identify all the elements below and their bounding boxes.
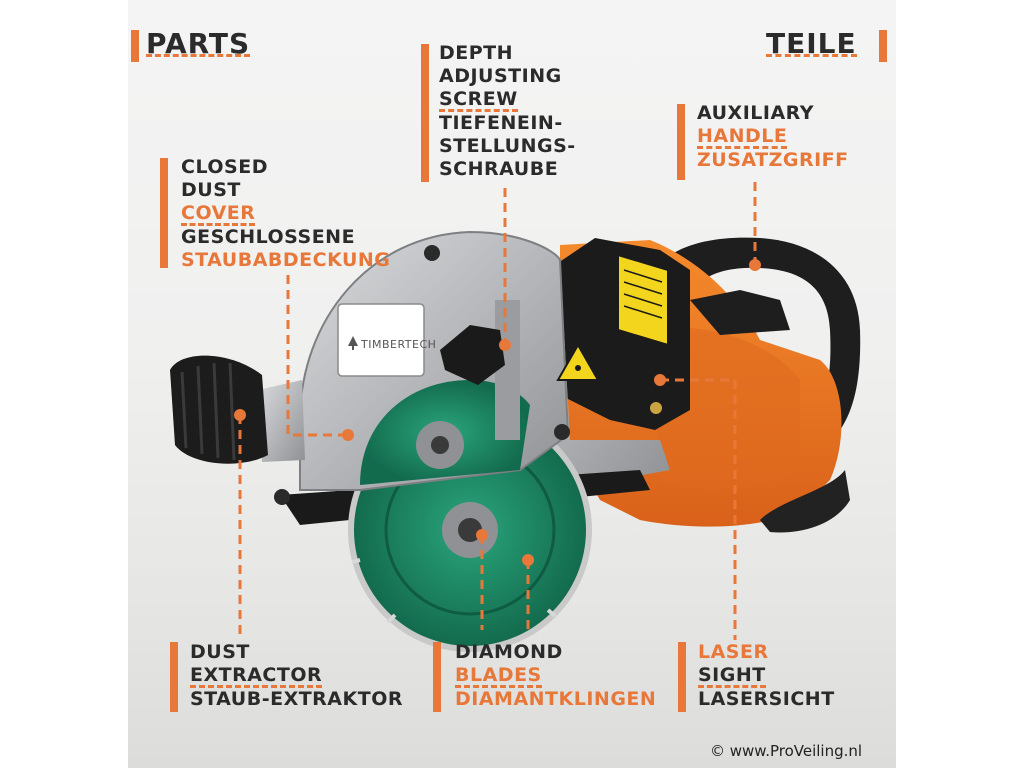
callout-line-dust-cover [286, 275, 345, 437]
label-text: STAUB-EXTRAKTOR [190, 688, 403, 710]
accent-bar [879, 30, 887, 62]
label-laser-sight: LASER SIGHT LASERSICHT [698, 641, 835, 711]
label-text: EXTRACTOR [190, 664, 323, 688]
label-text: ZUSATZGRIFF [697, 149, 849, 171]
accent-bar [433, 642, 441, 712]
accent-bar [421, 44, 429, 182]
heading-parts: PARTS [146, 27, 251, 60]
label-text: DIAMOND [455, 641, 563, 663]
label-text: LASERSICHT [698, 688, 835, 710]
callout-dots [234, 259, 761, 566]
label-dust-cover: CLOSED DUST COVER GESCHLOSSENE STAUBABDE… [181, 156, 390, 272]
dust-extractor [170, 355, 305, 464]
heading-parts-text: PARTS [146, 27, 251, 60]
label-text: GESCHLOSSENE [181, 226, 356, 248]
label-text: COVER [181, 202, 256, 226]
label-diamond-blades: DIAMOND BLADES DIAMANTKLINGEN [455, 641, 656, 711]
label-text: DUST [181, 179, 241, 201]
label-text: TIEFENEIN- [439, 112, 563, 134]
brand-tree-logo-icon [348, 336, 358, 350]
watermark: © www.ProVeiling.nl [710, 742, 863, 760]
label-text: CLOSED [181, 156, 268, 178]
accent-bar [170, 642, 178, 712]
label-text: SCHRAUBE [439, 158, 559, 180]
accent-bar [131, 30, 139, 62]
heading-teile-text: TEILE [766, 27, 857, 60]
label-aux-handle: AUXILIARY HANDLE ZUSATZGRIFF [697, 102, 849, 172]
laser-unit [555, 238, 690, 430]
brand-logo-text: TIMBERTECH [360, 338, 436, 351]
label-text: DUST [190, 641, 250, 663]
accent-bar [678, 642, 686, 712]
callout-lines [238, 182, 757, 640]
label-text: SIGHT [698, 664, 766, 688]
label-text: LASER [698, 641, 769, 663]
accent-bar [677, 104, 685, 180]
laser-warning-icon [556, 342, 600, 381]
heading-teile: TEILE [766, 29, 857, 59]
label-text: AUXILIARY [697, 102, 814, 124]
accent-bar [160, 158, 168, 268]
label-text: DIAMANTKLINGEN [455, 688, 657, 710]
label-text: STAUBABDECKUNG [181, 249, 391, 271]
closed-dust-cover: TIMBERTECH [274, 230, 600, 505]
label-dust-extractor: DUST EXTRACTOR STAUB-EXTRAKTOR [190, 641, 403, 711]
label-text: DEPTH [439, 42, 514, 64]
label-text: ADJUSTING [439, 65, 562, 87]
label-text: STELLUNGS- [439, 135, 576, 157]
label-text: SCREW [439, 88, 518, 112]
callout-line-laser-sight [660, 378, 737, 640]
label-depth-screw: DEPTH ADJUSTING SCREW TIEFENEIN- STELLUN… [439, 42, 576, 181]
label-text: HANDLE [697, 125, 788, 149]
label-text: BLADES [455, 664, 542, 688]
